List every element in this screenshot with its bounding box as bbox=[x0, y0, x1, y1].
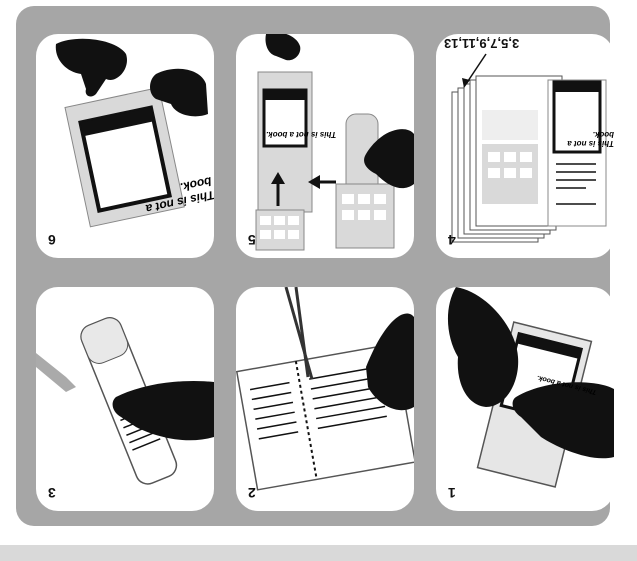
step-4-number: 4 bbox=[448, 232, 456, 248]
step-5-illustration bbox=[236, 34, 414, 258]
step-4-panel: 3,5,7,9,11,13 This is not a book. 4 bbox=[436, 34, 614, 258]
step-1-number: 1 bbox=[448, 485, 456, 501]
step-2-illustration bbox=[236, 287, 414, 511]
step-5-number: 5 bbox=[248, 232, 256, 248]
bottom-strip bbox=[0, 545, 637, 561]
step-1-panel: This is not a book. 1 bbox=[436, 287, 614, 511]
step-5-cover-text: This is not a book. bbox=[266, 130, 336, 139]
step-2-number: 2 bbox=[248, 485, 256, 501]
step-3-panel: 3 bbox=[36, 287, 214, 511]
step-3-number: 3 bbox=[48, 485, 56, 501]
step-6-illustration bbox=[36, 34, 214, 258]
step-4-cover-text: This is not a book. bbox=[556, 130, 614, 148]
step-1-illustration bbox=[436, 287, 614, 511]
step-6-number: 6 bbox=[48, 232, 56, 248]
step-3-illustration bbox=[36, 287, 214, 511]
step-5-panel: This is not a book. 5 bbox=[236, 34, 414, 258]
step-2-panel: 2 bbox=[236, 287, 414, 511]
step-6-panel: This is not a book. 6 bbox=[36, 34, 214, 258]
step-4-page-sequence: 3,5,7,9,11,13 bbox=[444, 36, 519, 51]
